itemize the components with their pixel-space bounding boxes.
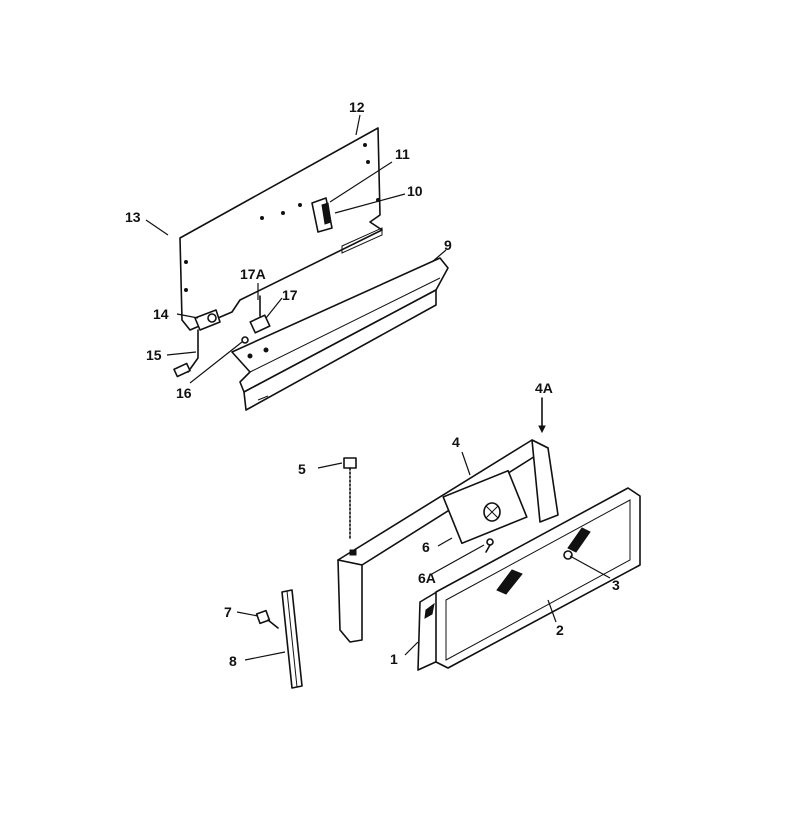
callout-14: 14 (153, 306, 169, 322)
callout-4a: 4A (535, 380, 553, 396)
callout-2: 2 (556, 622, 564, 638)
callout-5: 5 (298, 461, 306, 477)
clip-part (343, 457, 357, 541)
back-panel-part (179, 127, 383, 331)
fastener-assembly-part (241, 295, 271, 344)
callout-17: 17 (282, 287, 298, 303)
callout-17a: 17A (240, 266, 266, 282)
bracket-part (311, 197, 333, 233)
cord-part (173, 309, 221, 378)
small-screw-part (485, 538, 494, 553)
trim-left-part (417, 589, 441, 671)
callout-9: 9 (444, 237, 452, 253)
screw-part (538, 397, 546, 434)
callout-13: 13 (125, 209, 141, 225)
callout-4: 4 (452, 434, 460, 450)
callout-3: 3 (612, 577, 620, 593)
control-panel-housing-part (337, 439, 559, 643)
rear-channel-part (231, 257, 449, 411)
callout-6: 6 (422, 539, 430, 555)
callout-6a: 6A (418, 570, 436, 586)
callout-12: 12 (349, 99, 365, 115)
callout-15: 15 (146, 347, 162, 363)
clip-fastener-part (563, 550, 573, 560)
callout-8: 8 (229, 653, 237, 669)
callout-7: 7 (224, 604, 232, 620)
glass-panel-part (435, 487, 641, 669)
side-trim-part (281, 589, 303, 689)
callout-11: 11 (395, 146, 410, 162)
callout-10: 10 (407, 183, 423, 199)
callout-16: 16 (176, 385, 192, 401)
leader-lines (145, 114, 611, 661)
trim-screw-part (255, 609, 279, 629)
callout-1: 1 (390, 651, 398, 667)
